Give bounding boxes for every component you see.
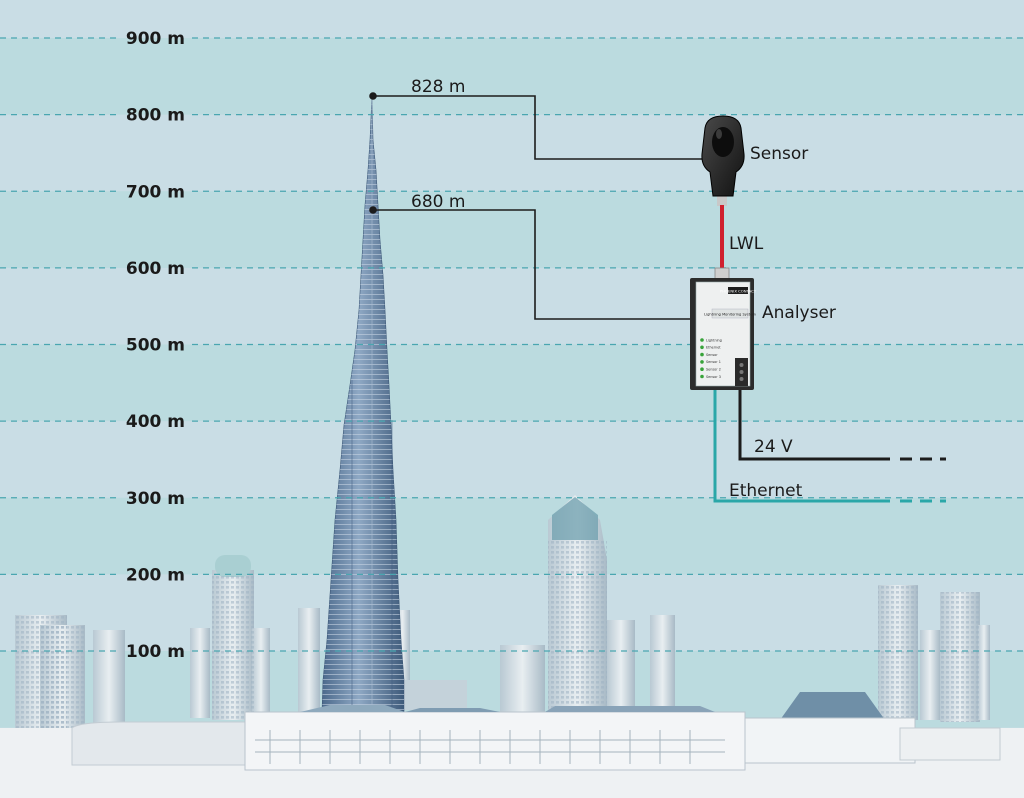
led-label: Sensor 2 xyxy=(706,368,721,372)
led-label: Sensor 3 xyxy=(706,375,721,379)
status-led xyxy=(700,360,704,364)
sensor-label: Sensor xyxy=(750,144,808,164)
mall-foreground xyxy=(0,692,1024,798)
altitude-guides xyxy=(0,37,1024,652)
status-led xyxy=(700,338,704,342)
altitude-label: 300 m xyxy=(126,489,185,509)
status-led xyxy=(700,352,704,357)
altitude-band xyxy=(0,191,1024,268)
led-label: Lightning xyxy=(706,338,722,342)
status-led xyxy=(700,345,704,350)
ethernet-cable xyxy=(713,390,946,503)
altitude-label: 400 m xyxy=(126,412,185,432)
burj-khalifa-tower xyxy=(321,94,405,713)
altitude-label: 500 m xyxy=(126,336,185,356)
altitude-scale: 900 m 800 m 700 m 600 m 500 m 400 m 300 m 200 m… xyxy=(126,29,185,662)
altitude-band xyxy=(0,497,1024,575)
analyser-label: Analyser xyxy=(762,303,836,323)
status-led xyxy=(700,374,704,379)
power-cable xyxy=(738,390,946,461)
led-label: Sensor xyxy=(706,353,718,357)
led-label: Sensor 1 xyxy=(706,360,721,364)
altitude-label: 100 m xyxy=(126,642,185,662)
altitude-label: 600 m xyxy=(126,259,185,279)
analyser-panel-title: Lightning Monitoring System xyxy=(704,313,756,317)
tip-leader-line xyxy=(369,92,712,160)
skyline-background xyxy=(15,495,990,730)
sensor-device xyxy=(701,115,745,197)
power-label: 24 V xyxy=(754,437,793,457)
altitude-label: 800 m xyxy=(126,106,185,126)
ethernet-label: Ethernet xyxy=(729,481,803,501)
altitude-label: 900 m xyxy=(126,29,185,49)
status-led xyxy=(700,367,704,372)
led-label: Ethernet xyxy=(706,346,721,350)
analyser-device: PHOENIX CONTACT Lightning Monitoring Sys… xyxy=(690,278,757,390)
analyser-brand: PHOENIX CONTACT xyxy=(720,289,757,294)
mount-leader-line xyxy=(369,206,696,320)
altitude-label: 700 m xyxy=(126,182,185,202)
altitude-label: 200 m xyxy=(126,565,185,585)
brand-badge xyxy=(728,287,748,294)
altitude-band xyxy=(0,344,1024,422)
altitude-band xyxy=(0,38,1024,115)
mount-height-label: 680 m xyxy=(411,192,465,212)
fiber-label: LWL xyxy=(729,234,764,254)
tip-height-label: 828 m xyxy=(411,77,465,97)
altitude-bands xyxy=(0,38,1024,728)
